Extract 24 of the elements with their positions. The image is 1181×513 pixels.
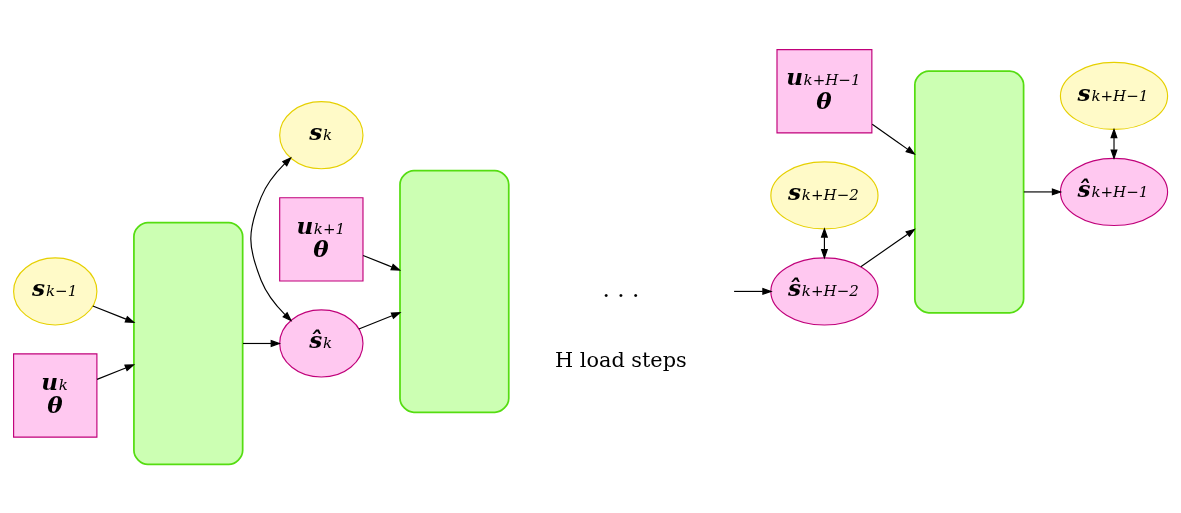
arrow [96,363,136,380]
node-ellipse: ŝk+H−2 [770,256,879,326]
node-box: uk+1 θ [279,196,364,282]
arrow [1110,127,1118,160]
node-ellipse: sk+H−2 [770,160,879,230]
node-box: uk+H−1 θ [776,48,873,133]
arrow [362,254,402,271]
node-ellipse: sk+H−1 [1059,61,1169,130]
node-box [914,69,1025,314]
node-box [133,221,244,465]
arrow [871,123,916,155]
label: . . . [602,275,640,302]
node-box [399,169,510,413]
arrow [358,311,402,330]
arrow [733,287,773,295]
label: H load steps [555,347,687,372]
arrow [92,304,136,323]
node-box: uk θ [13,352,98,438]
arrow [250,156,293,322]
arrow [860,227,916,267]
arrow [1023,187,1063,196]
node-ellipse: ŝk+H−1 [1059,157,1169,226]
node-ellipse: sk−1 [13,256,98,326]
arrow [242,339,282,347]
